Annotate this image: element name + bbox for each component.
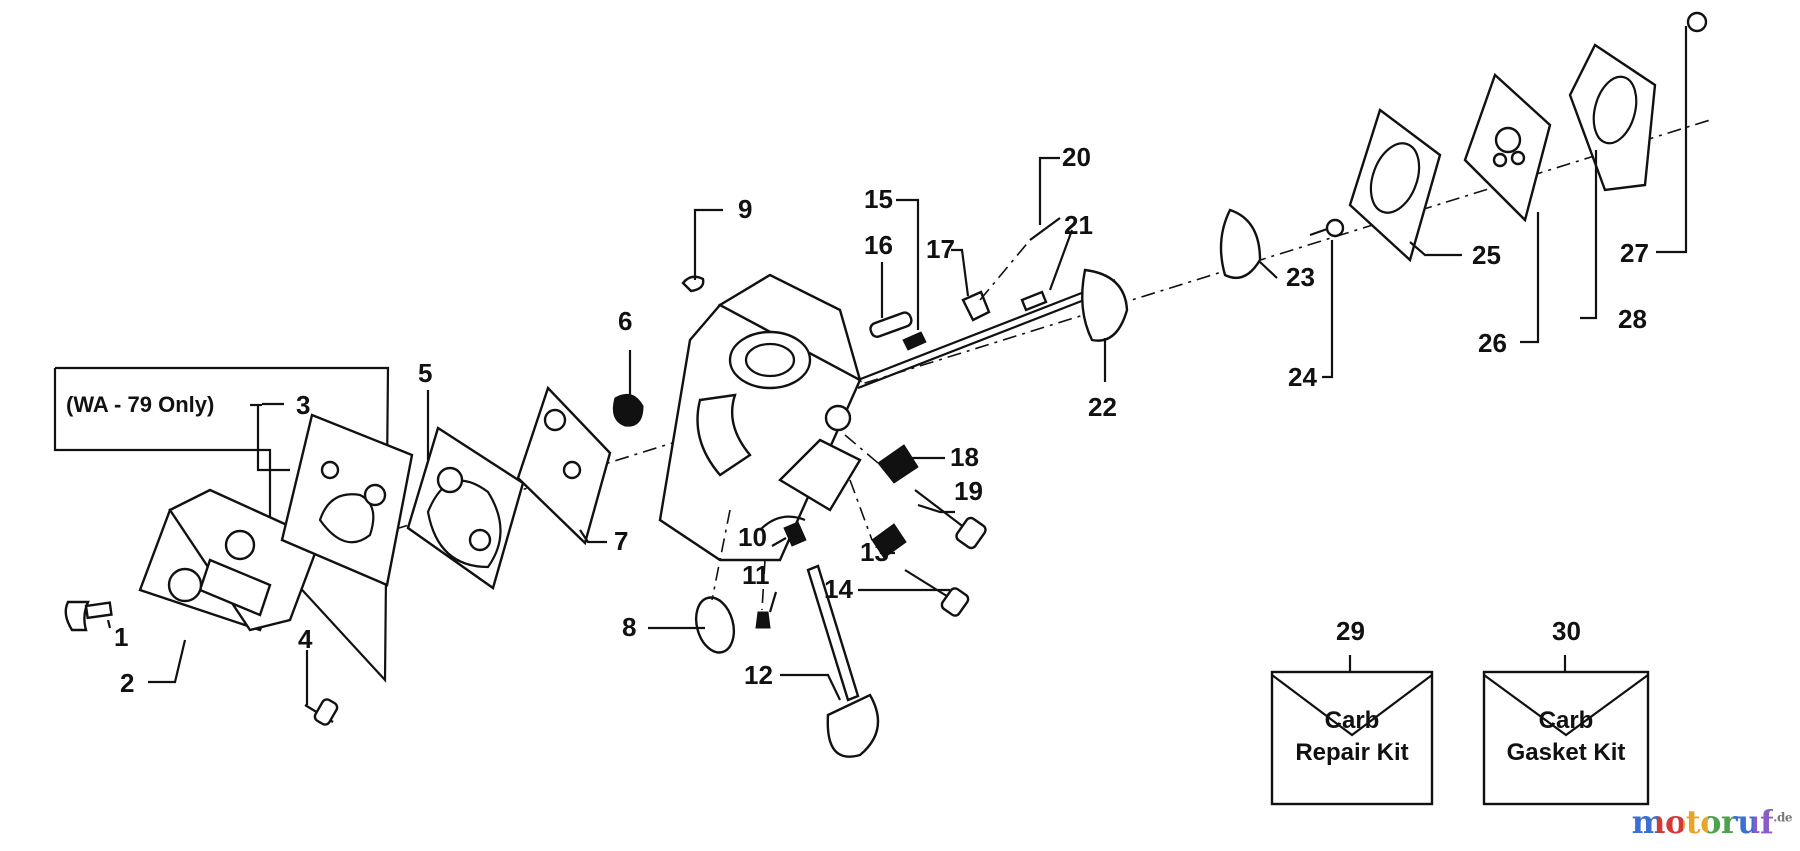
callout-24: 24	[1288, 362, 1317, 392]
part-24-screw	[1309, 218, 1345, 238]
part-12-lever	[806, 564, 880, 758]
kit-box-gasket	[1482, 670, 1650, 806]
callout-20: 20	[1062, 142, 1091, 172]
part-11-needle	[755, 611, 771, 629]
note-wa79: (WA - 79 Only)	[66, 392, 214, 417]
callout-23: 23	[1286, 262, 1315, 292]
part-4-screw	[304, 698, 339, 726]
throttle-shaft-edge	[857, 286, 1116, 390]
callout-16: 16	[864, 230, 893, 260]
callout-29: 29	[1336, 616, 1365, 646]
kit-repair-line1: Carb	[1325, 707, 1380, 734]
part-9-clip	[681, 275, 705, 293]
callout-1: 1	[114, 622, 128, 652]
kit-gasket-line1: Carb	[1539, 707, 1594, 734]
kit-gasket-line2: Gasket Kit	[1507, 739, 1626, 766]
part-17-lever	[961, 290, 991, 322]
leader-lines	[106, 26, 1688, 705]
part-2-housing	[138, 488, 322, 632]
part-21-screw	[1020, 290, 1048, 312]
part-23-choke-plate	[1219, 208, 1262, 280]
callout-9: 9	[738, 194, 752, 224]
part-1-screw	[64, 600, 113, 632]
callout-26: 26	[1478, 328, 1507, 358]
callout-8: 8	[622, 612, 636, 642]
part-14-screw	[904, 569, 970, 617]
callout-6: 6	[618, 306, 632, 336]
callout-7: 7	[614, 526, 628, 556]
callout-22: 22	[1088, 392, 1117, 422]
carburetor-body	[658, 273, 862, 562]
callout-18: 18	[950, 442, 979, 472]
part-15-spring	[902, 331, 927, 351]
part-7-gasket	[516, 385, 612, 546]
part-20-pin	[1029, 217, 1061, 241]
callout-17: 17	[926, 234, 955, 264]
watermark-brand: motoruf	[1631, 803, 1774, 841]
callout-27: 27	[1620, 238, 1649, 268]
callout-30: 30	[1552, 616, 1581, 646]
callout-3: 3	[296, 390, 310, 420]
callout-21: 21	[1064, 210, 1093, 240]
part-25-gasket	[1348, 108, 1442, 263]
part-10-spring	[783, 521, 807, 547]
callout-25: 25	[1472, 240, 1501, 270]
part-28-cover	[1568, 43, 1657, 192]
callout-12: 12	[744, 660, 773, 690]
part-18-spring	[877, 444, 919, 484]
callout-2: 2	[120, 668, 134, 698]
part-27-screw	[1686, 11, 1708, 33]
part-3-gasket	[280, 413, 414, 587]
part-6-screen	[612, 393, 644, 427]
callout-14: 14	[824, 574, 853, 604]
callout-11: 11	[742, 560, 770, 590]
callout-19: 19	[954, 476, 983, 506]
part-22-throttle-plate	[1081, 268, 1129, 342]
callout-28: 28	[1618, 304, 1647, 334]
callout-5: 5	[418, 358, 432, 388]
part-26-diaphragm	[1463, 72, 1552, 223]
kit-repair-line2: Repair Kit	[1295, 739, 1408, 766]
throttle-shaft	[857, 278, 1116, 382]
watermark-logo: motoruf.de	[1631, 803, 1793, 841]
watermark-suffix: .de	[1773, 810, 1792, 825]
relation-line-20	[979, 239, 1031, 301]
callout-13: 13	[860, 537, 889, 567]
callout-10: 10	[738, 522, 767, 552]
part-8-disc	[694, 596, 736, 654]
callout-4: 4	[298, 624, 313, 654]
kit-box-repair	[1270, 670, 1434, 806]
part-5-diaphragm	[406, 426, 525, 590]
relation-line-18	[844, 434, 879, 464]
callout-15: 15	[864, 184, 893, 214]
part-16-pin	[869, 311, 913, 338]
relation-line-11	[761, 559, 766, 611]
part-19-screw	[914, 489, 987, 550]
relation-line-13	[849, 479, 873, 541]
